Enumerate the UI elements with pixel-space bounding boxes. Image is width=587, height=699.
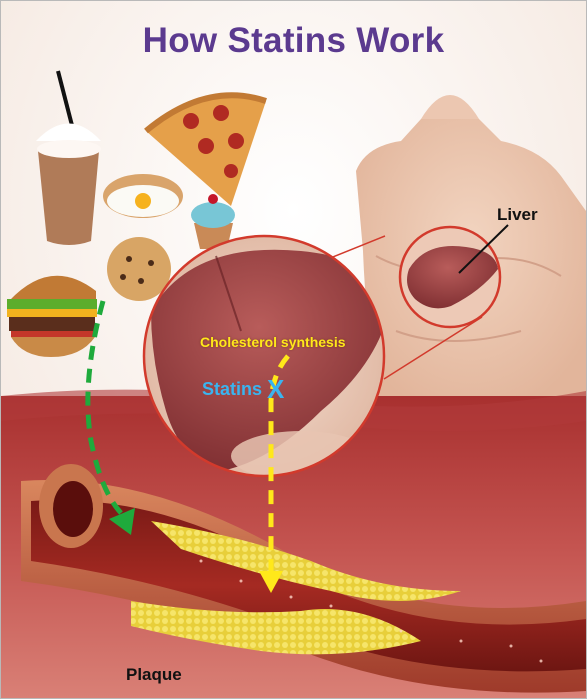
liver-label: Liver <box>497 205 538 225</box>
egg-sandwich <box>103 174 183 218</box>
statins-block-mark: X <box>267 374 284 405</box>
cholesterol-synthesis-label: Cholesterol synthesis <box>200 334 346 350</box>
statins-label: Statins <box>202 379 262 400</box>
plaque-label: Plaque <box>126 665 182 685</box>
page-title: How Statins Work <box>1 21 586 61</box>
